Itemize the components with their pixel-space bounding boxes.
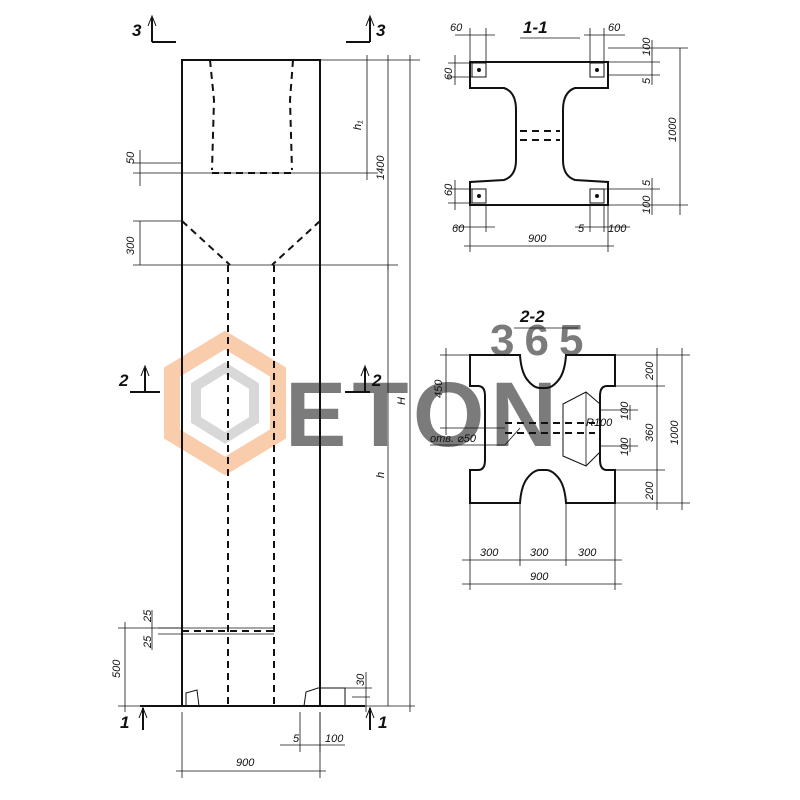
dim-H: H — [396, 397, 408, 405]
section-marker-3-left: 3 — [132, 14, 176, 43]
svg-text:1: 1 — [120, 713, 129, 732]
s22-dim-200-b: 200 — [644, 481, 656, 501]
dim-5: 5 — [293, 733, 300, 745]
base-plate-left — [185, 689, 200, 707]
dim-900: 900 — [236, 757, 255, 769]
dim-100: 100 — [325, 733, 344, 745]
s22-dim-1000: 1000 — [669, 420, 681, 445]
head-socket-hidden — [209, 59, 294, 174]
watermark-brand: ETON — [285, 364, 563, 466]
s22-dim-360: 360 — [644, 423, 656, 442]
dim-50: 50 — [125, 151, 137, 164]
section-1-1: 1-1 60 60 100 5 1000 — [443, 18, 688, 252]
section-2-2: 2-2 450 отв. ⌀50 R100 200 100 360 — [430, 307, 690, 590]
dim-h: h — [375, 472, 387, 478]
s11-dim-60-tr: 60 — [608, 22, 621, 34]
svg-text:2: 2 — [371, 371, 382, 390]
section-2-2-title: 2-2 — [519, 307, 545, 326]
svg-text:3: 3 — [376, 21, 386, 40]
section-marker-1-right: 1 — [365, 706, 387, 732]
s11-dim-1000: 1000 — [667, 117, 679, 142]
haunch-hidden — [181, 220, 321, 266]
s22-dim-100-a: 100 — [619, 401, 631, 420]
section-marker-3-right: 3 — [346, 14, 386, 43]
dim-h1: h₁ — [352, 120, 364, 130]
svg-text:2: 2 — [118, 371, 129, 390]
s22-dim-r100: R100 — [586, 417, 613, 429]
section-1-1-title: 1-1 — [523, 18, 548, 37]
s11-dim-100-rb: 100 — [641, 195, 653, 214]
section-1-1-outline — [469, 61, 609, 206]
s22-dim-900: 900 — [530, 571, 549, 583]
s22-dim-200-t: 200 — [644, 361, 656, 381]
dim-25a: 25 — [142, 609, 154, 623]
svg-text:1: 1 — [378, 713, 387, 732]
dim-1400: 1400 — [375, 155, 387, 180]
s11-dim-5-b: 5 — [578, 223, 585, 235]
s11-dim-100-tr: 100 — [641, 37, 653, 56]
s22-dim-100-b: 100 — [619, 437, 631, 456]
s11-dim-100-b: 100 — [608, 223, 627, 235]
s11-dim-900: 900 — [528, 233, 547, 245]
dim-25b: 25 — [142, 635, 154, 649]
s11-dim-5-rt: 5 — [641, 77, 653, 84]
s11-dim-60-lt: 60 — [443, 67, 455, 80]
s11-dim-60-bl: 60 — [452, 223, 465, 235]
dim-500: 500 — [111, 659, 123, 678]
s22-dim-300-b: 300 — [530, 547, 549, 559]
s11-dim-60-lb: 60 — [443, 183, 455, 196]
s22-hole-label: отв. ⌀50 — [430, 433, 477, 445]
section-marker-1-left: 1 — [120, 706, 148, 732]
s22-dim-450: 450 — [433, 379, 445, 398]
watermark-sub: 365 — [490, 316, 593, 365]
s22-dim-300-c: 300 — [578, 547, 597, 559]
dim-30: 30 — [355, 673, 367, 686]
watermark-hexagon-icon — [164, 330, 286, 476]
s22-dim-300-a: 300 — [480, 547, 499, 559]
s11-dim-5-rb: 5 — [641, 179, 653, 186]
s11-dim-60-tl: 60 — [450, 22, 463, 34]
section-marker-2-left: 2 — [118, 364, 160, 393]
svg-text:3: 3 — [132, 21, 142, 40]
dim-300: 300 — [125, 236, 137, 255]
section-marker-2-right: 2 — [345, 364, 382, 393]
elevation-view: 50 300 h₁ 1400 H h 25 25 500 30 — [111, 14, 420, 778]
watermark-hexagon-inner-icon — [191, 362, 259, 444]
watermark: ETON 365 — [164, 316, 593, 476]
base-plate-right — [303, 687, 346, 707]
